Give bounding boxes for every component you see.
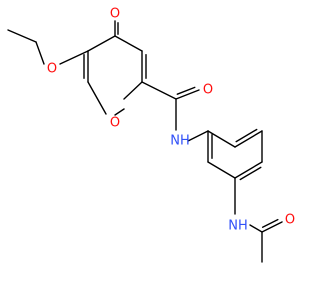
bond-c5-c4 <box>87 35 116 52</box>
bond-n2-cacetyl <box>249 224 263 233</box>
bond-ph-4-double <box>239 166 262 181</box>
bond-oethoxy-ch2 <box>35 41 45 65</box>
atom-o-amide: O <box>203 83 213 98</box>
atom-n-amide: NH <box>170 134 190 149</box>
bond-ch2-ch3 <box>7 29 37 43</box>
bond-ph-5 <box>207 161 236 179</box>
bond-c4-c3 <box>114 35 143 52</box>
atom-n-acetamide: NH <box>228 219 248 234</box>
bond-o-ring-gap <box>114 108 125 116</box>
bond-amide-co-double <box>176 86 196 95</box>
bond-n-phenyl <box>187 130 209 142</box>
bond-c2-o1 <box>123 81 143 100</box>
bond-amide-co <box>175 89 200 100</box>
atom-o-keto: O <box>110 7 120 22</box>
molecule-structure: O O O O NH NH O <box>7 7 295 263</box>
bond-ph-2-double <box>235 128 258 143</box>
atom-o-ethoxy: O <box>47 62 57 77</box>
bond-acetyl-co <box>261 221 283 233</box>
bond-c5-oethoxy <box>59 50 89 65</box>
bond-ph-1 <box>207 130 236 148</box>
atom-o-acetyl: O <box>285 213 295 228</box>
bond-acetyl-co-double <box>261 218 279 228</box>
bond-o1-c6 <box>87 81 107 115</box>
bond-c2-camide <box>141 81 177 100</box>
bond-lines <box>7 20 283 263</box>
atom-o-ring: O <box>110 116 120 131</box>
bond-ph-4 <box>234 161 263 179</box>
bond-ph-2 <box>234 130 263 148</box>
